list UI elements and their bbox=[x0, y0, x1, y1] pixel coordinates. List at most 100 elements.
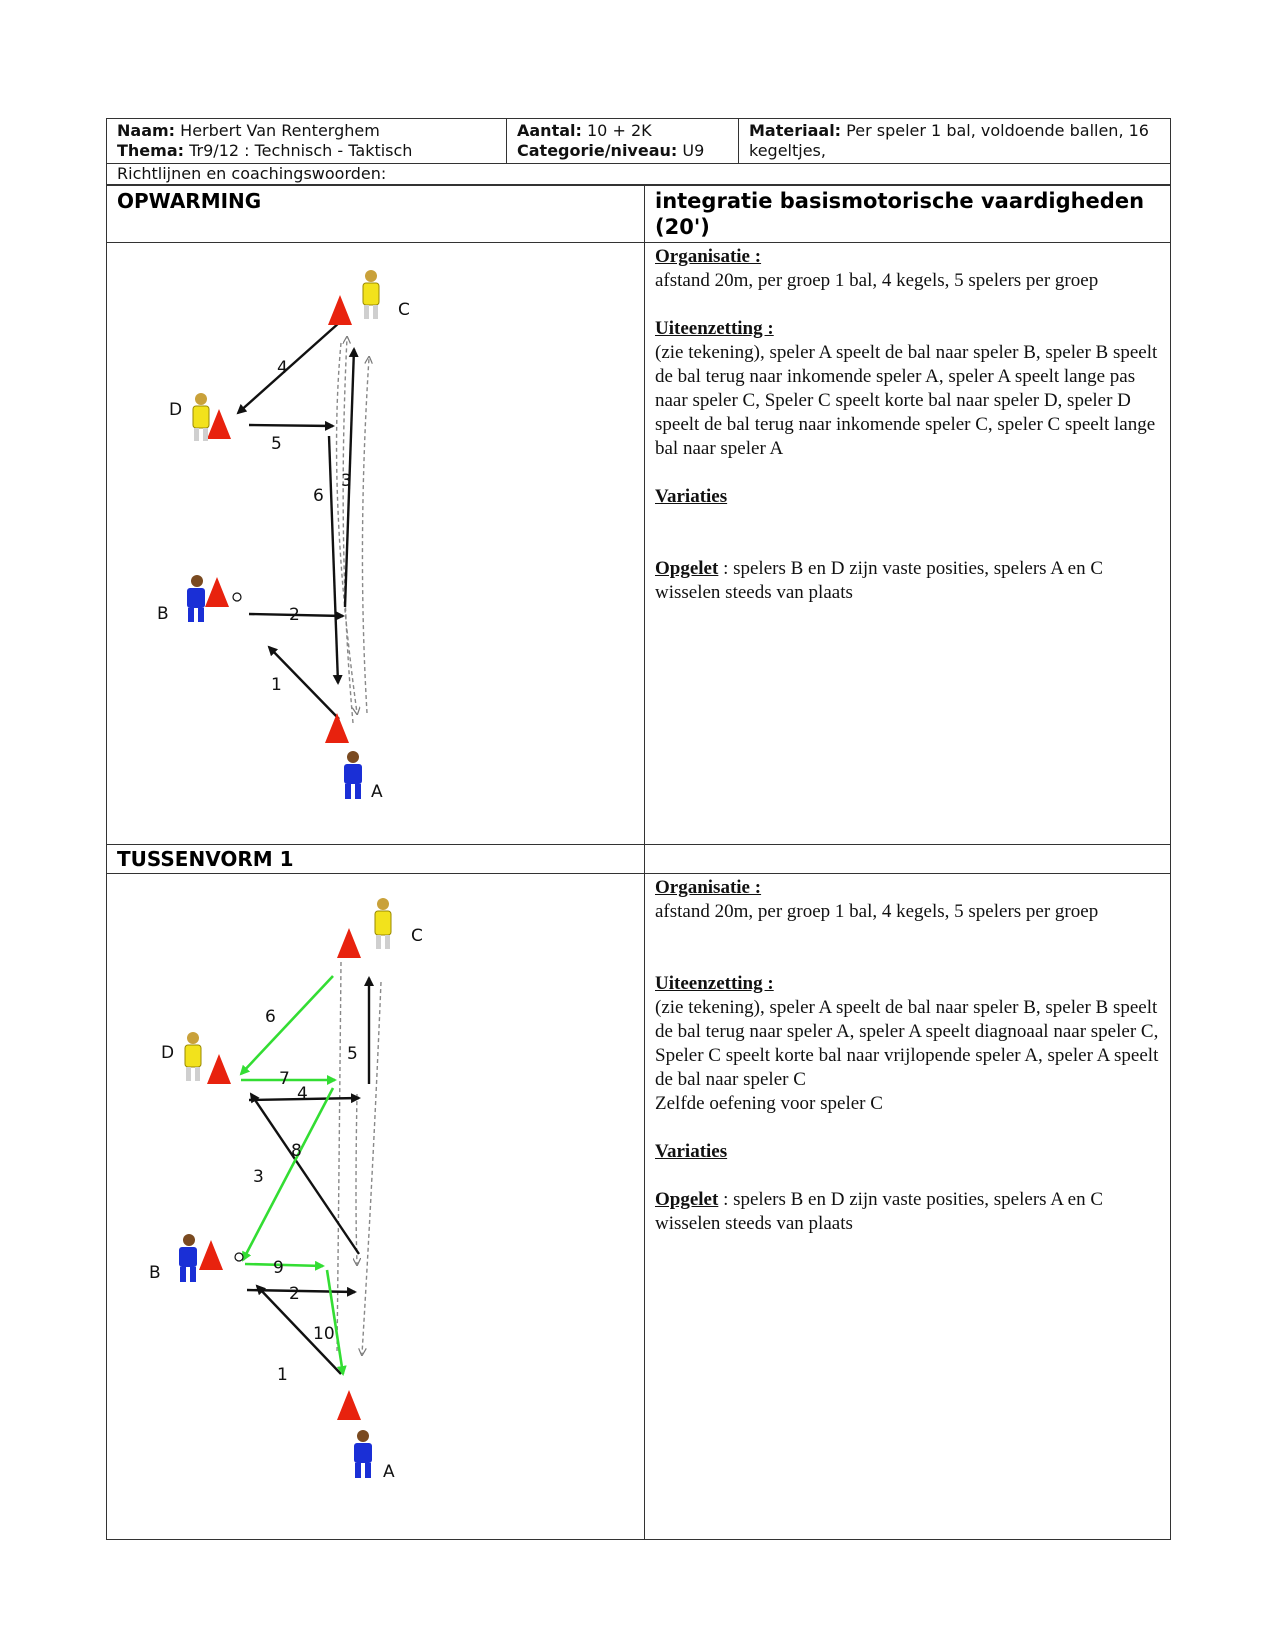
run-paths bbox=[335, 338, 369, 724]
pass-arrow-8 bbox=[241, 1087, 335, 1262]
player-label-d: D bbox=[169, 400, 182, 420]
player-label-b: B bbox=[149, 1263, 161, 1283]
run-path-left bbox=[336, 961, 342, 1355]
pass-arrow-4 bbox=[248, 1093, 361, 1104]
richtlijnen-label: Richtlijnen en coachingswoorden: bbox=[117, 164, 387, 183]
cone-icon bbox=[337, 928, 361, 958]
section1-diagram-cell: 1 2 3 4 5 6 bbox=[106, 242, 645, 845]
arrow-number-6: 6 bbox=[265, 1007, 276, 1027]
cone-icon bbox=[199, 1240, 223, 1270]
arrow-number-3: 3 bbox=[341, 471, 352, 491]
section2-variaties-label: Variaties bbox=[655, 1141, 728, 1162]
arrow-number-1: 1 bbox=[277, 1365, 288, 1385]
section1-diagram: 1 2 3 4 5 6 bbox=[157, 270, 410, 802]
naam-value: Herbert Van Renterghem bbox=[180, 121, 380, 140]
header-table: Naam: Herbert Van Renterghem Thema: Tr9/… bbox=[106, 118, 1171, 185]
arrow-number-1: 1 bbox=[271, 675, 282, 695]
categorie-label: Categorie/niveau: bbox=[517, 141, 678, 160]
thema-label: Thema: bbox=[117, 141, 185, 160]
aantal-categorie-cell: Aantal: 10 + 2K Categorie/niveau: U9 bbox=[506, 118, 739, 164]
pass-arrow-1 bbox=[255, 1284, 342, 1375]
section2-uiteenzetting-label: Uiteenzetting : bbox=[655, 973, 774, 994]
section1-title: OPWARMING bbox=[106, 185, 645, 243]
run-path-a-up bbox=[342, 338, 354, 724]
player-label-a: A bbox=[383, 1462, 395, 1482]
section2-title: TUSSENVORM 1 bbox=[106, 844, 645, 874]
arrow-number-2: 2 bbox=[289, 605, 300, 625]
section1-opgelet: Opgelet : spelers B en D zijn vaste posi… bbox=[655, 557, 1160, 605]
run-path-center bbox=[361, 358, 369, 714]
pass-arrow-2 bbox=[248, 610, 345, 621]
player-label-c: C bbox=[398, 300, 410, 320]
naam-label: Naam: bbox=[117, 121, 176, 140]
cone-icon bbox=[205, 577, 229, 607]
arrow-number-5: 5 bbox=[347, 1044, 358, 1064]
thema-value: Tr9/12 : Technisch - Taktisch bbox=[189, 141, 413, 160]
section2-uiteenzetting: (zie tekening), speler A speelt de bal n… bbox=[655, 997, 1159, 1090]
arrow-number-4: 4 bbox=[297, 1084, 308, 1104]
player-b-icon bbox=[187, 575, 205, 622]
section1-opgelet-label: Opgelet bbox=[655, 558, 719, 579]
pass-arrows bbox=[236, 321, 359, 720]
section2-title-empty bbox=[644, 844, 1171, 874]
section1-uiteenzetting-label: Uiteenzetting : bbox=[655, 318, 774, 339]
section1-subtitle: integratie basismotorische vaardigheden … bbox=[644, 185, 1171, 243]
section2-text-cell: Organisatie : afstand 20m, per groep 1 b… bbox=[644, 873, 1171, 1540]
player-a-icon bbox=[344, 751, 362, 799]
pass-arrows-green-2 bbox=[239, 975, 347, 1376]
cone-icon bbox=[207, 1054, 231, 1084]
cone-icon bbox=[207, 409, 231, 439]
section2-opgelet: Opgelet : spelers B en D zijn vaste posi… bbox=[655, 1188, 1160, 1236]
ball-icon bbox=[234, 1252, 244, 1262]
cone-icon bbox=[325, 713, 349, 743]
arrow-number-4: 4 bbox=[277, 358, 288, 378]
section2-uiteenzetting-extra: Zelfde oefening voor speler C bbox=[655, 1093, 883, 1114]
player-b-icon bbox=[179, 1234, 197, 1282]
pass-arrows-black-2 bbox=[246, 976, 374, 1375]
player-label-b: B bbox=[157, 604, 169, 624]
section2-organisatie: afstand 20m, per groep 1 bal, 4 kegels, … bbox=[655, 901, 1099, 922]
player-d-icon bbox=[192, 393, 210, 441]
arrow-number-6: 6 bbox=[313, 486, 324, 506]
pass-arrow-4 bbox=[236, 321, 341, 415]
pass-arrow-6 bbox=[239, 975, 334, 1076]
section1-variaties-label: Variaties bbox=[655, 486, 728, 507]
player-c-icon bbox=[374, 898, 392, 949]
pass-arrow-3 bbox=[249, 1092, 360, 1255]
arrow-number-10: 10 bbox=[313, 1324, 335, 1344]
pass-arrow-9 bbox=[244, 1260, 325, 1271]
naam-thema-cell: Naam: Herbert Van Renterghem Thema: Tr9/… bbox=[106, 118, 507, 164]
arrow-number-5: 5 bbox=[271, 434, 282, 454]
section2-organisatie-label: Organisatie : bbox=[655, 877, 762, 898]
pass-arrow-2 bbox=[246, 1286, 357, 1297]
section2-diagram: 1 2 3 4 5 6 7 8 9 10 bbox=[149, 898, 423, 1482]
pass-arrow-1 bbox=[267, 645, 340, 720]
aantal-label: Aantal: bbox=[517, 121, 582, 140]
section1-text-cell: Organisatie : afstand 20m, per groep 1 b… bbox=[644, 242, 1171, 845]
categorie-value: U9 bbox=[682, 141, 705, 160]
pass-arrow-6 bbox=[327, 435, 343, 685]
cones-2 bbox=[199, 928, 361, 1420]
cone-icon bbox=[328, 295, 352, 325]
arrow-number-2: 2 bbox=[289, 1284, 300, 1304]
aantal-value: 10 + 2K bbox=[587, 121, 652, 140]
materiaal-label: Materiaal: bbox=[749, 121, 842, 140]
cone-icon bbox=[337, 1390, 361, 1420]
section1-organisatie: afstand 20m, per groep 1 bal, 4 kegels, … bbox=[655, 270, 1099, 291]
session-sheet: Naam: Herbert Van Renterghem Thema: Tr9/… bbox=[106, 118, 1171, 1540]
section2-opgelet-label: Opgelet bbox=[655, 1189, 719, 1210]
section1-organisatie-label: Organisatie : bbox=[655, 246, 762, 267]
arrow-number-8: 8 bbox=[291, 1141, 302, 1161]
richtlijnen-cell: Richtlijnen en coachingswoorden: bbox=[106, 163, 1171, 185]
section-opwarming: OPWARMING integratie basismotorische vaa… bbox=[106, 185, 1171, 1540]
player-d-icon bbox=[184, 1032, 202, 1081]
materiaal-value: Per speler 1 bal, voldoende ballen, 16 k… bbox=[749, 121, 1149, 160]
section1-uiteenzetting: (zie tekening), speler A speelt de bal n… bbox=[655, 342, 1158, 459]
run-paths-2 bbox=[336, 961, 382, 1355]
section2-opgelet-text: : spelers B en D zijn vaste posities, sp… bbox=[655, 1189, 1104, 1234]
player-label-a: A bbox=[371, 782, 383, 802]
section2-diagram-cell: 1 2 3 4 5 6 7 8 9 10 bbox=[106, 873, 645, 1540]
arrow-number-3: 3 bbox=[253, 1167, 264, 1187]
pass-arrow-10 bbox=[325, 1269, 347, 1376]
player-label-c: C bbox=[411, 926, 423, 946]
